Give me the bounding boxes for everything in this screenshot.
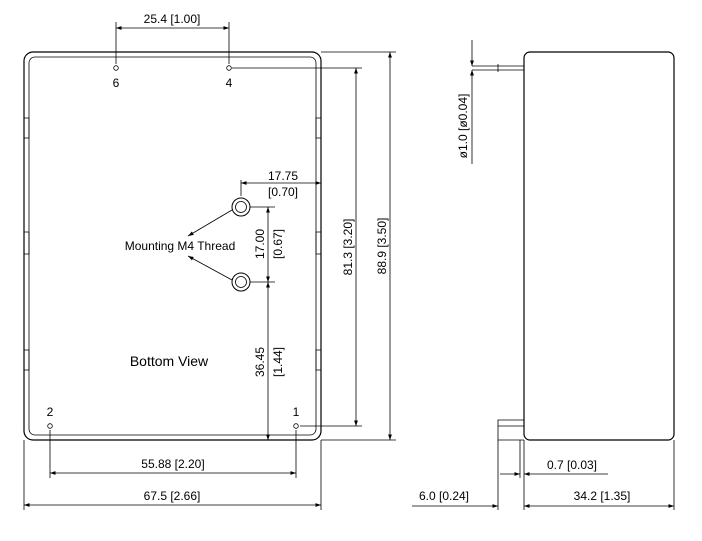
dim-pin-2-1: 55.88 [2.20]	[141, 457, 204, 471]
dim-mount-offset-in: [0.70]	[268, 185, 298, 199]
mounting-leader-top	[187, 209, 233, 237]
bottom-view-label: Bottom View	[130, 353, 209, 369]
pin-6-label: 6	[113, 76, 120, 90]
pin-4	[226, 65, 232, 71]
dim-pin-length: 6.0 [0.24]	[419, 489, 469, 503]
dim-mount-bottom-in: [1.44]	[271, 347, 285, 377]
dim-mount-offset-mm: 17.75	[268, 169, 298, 183]
dim-mount-spacing-in: [0.67]	[271, 229, 285, 259]
pin-6	[113, 65, 119, 71]
dim-pin-span-vertical: 81.3 [3.20]	[341, 219, 355, 276]
mounting-thread-label: Mounting M4 Thread	[125, 239, 236, 253]
pin-4-label: 4	[226, 76, 233, 90]
dim-mount-bottom-mm: 36.45	[253, 347, 267, 377]
pin-2	[47, 423, 53, 429]
mounting-leader-bottom	[187, 255, 233, 281]
side-notches	[24, 117, 321, 371]
pin-1-label: 1	[293, 405, 300, 419]
side-view-dimensions: ø1.0 [ø0.04] 0.7 [0.03] 6.0 [0.24] 34.2 …	[412, 40, 675, 510]
module-outline-side	[523, 51, 675, 441]
dim-pin-6-4: 25.4 [1.00]	[144, 12, 201, 26]
bottom-view-dimensions: 25.4 [1.00] 17.75 [0.70] 17.00 [0.67] 36…	[23, 12, 396, 510]
module-outline-bottom	[23, 51, 322, 441]
dim-width: 67.5 [2.66]	[144, 489, 201, 503]
pin-1	[293, 423, 299, 429]
dim-standoff: 0.7 [0.03]	[547, 458, 597, 472]
dim-pin-diameter: ø1.0 [ø0.04]	[456, 94, 470, 159]
pin-2-label: 2	[47, 405, 54, 419]
side-view	[472, 51, 675, 441]
bottom-view: 6 4 2 1 Mounting M4 Thread Bottom View	[23, 51, 322, 441]
side-standoff	[497, 419, 524, 441]
dim-depth: 34.2 [1.35]	[574, 489, 631, 503]
dim-mount-spacing-mm: 17.00	[253, 229, 267, 259]
dim-height: 88.9 [3.50]	[375, 218, 389, 275]
side-pin	[472, 64, 524, 72]
